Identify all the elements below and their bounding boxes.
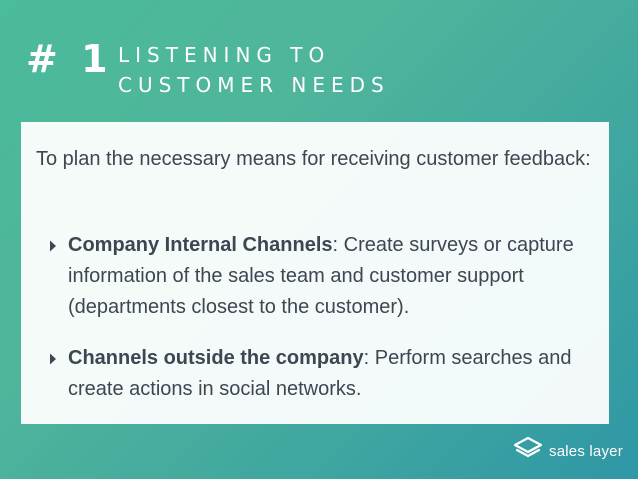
- bullet-title: Channels outside the company: [68, 347, 364, 369]
- bullet-text: Create surveys or capture information of…: [68, 234, 574, 318]
- slide-number: # 1: [26, 37, 113, 81]
- bullet-separator: :: [363, 347, 370, 369]
- bullet-item-internal-channels: Company Internal Channels: Create survey…: [49, 230, 597, 323]
- triangle-bullet-icon: [49, 230, 59, 261]
- brand-logo: sales layer: [513, 436, 623, 466]
- heading-line-1: LISTENING TO: [118, 43, 331, 67]
- content-card: To plan the necessary means for receivin…: [21, 122, 609, 424]
- stacked-layers-icon: [513, 436, 543, 467]
- slide-heading: LISTENING TO CUSTOMER NEEDS: [118, 40, 390, 100]
- logo-text: sales layer: [549, 442, 623, 460]
- bullet-title: Company Internal Channels: [68, 234, 333, 256]
- intro-text: To plan the necessary means for receivin…: [36, 148, 591, 170]
- bullet-body: Company Internal Channels: Create survey…: [68, 230, 597, 323]
- bullet-separator: :: [332, 234, 339, 256]
- bullet-item-external-channels: Channels outside the company: Perform se…: [49, 343, 597, 405]
- triangle-bullet-icon: [49, 343, 59, 374]
- bullet-body: Channels outside the company: Perform se…: [68, 343, 597, 405]
- heading-line-2: CUSTOMER NEEDS: [118, 73, 390, 97]
- bullet-text: Perform searches and create actions in s…: [68, 347, 572, 400]
